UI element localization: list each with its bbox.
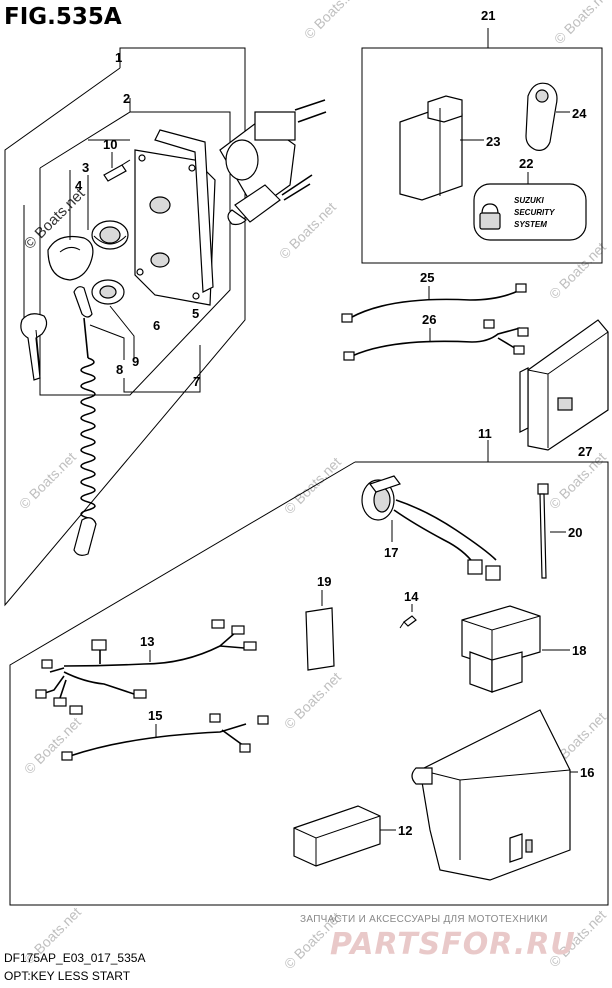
badge-line2: SYSTEM <box>514 220 547 229</box>
callout-6: 6 <box>153 318 160 333</box>
knob-part <box>47 235 94 281</box>
lanyard-part <box>73 286 97 556</box>
callout-17: 17 <box>384 545 398 560</box>
callout-9: 9 <box>132 354 139 369</box>
gasket-part <box>154 129 214 293</box>
shop-caption: ЗАПЧАСТИ И АКСЕССУАРЫ ДЛЯ МОТОТЕХНИКИ <box>300 914 548 925</box>
harness-15 <box>61 713 269 761</box>
relay-part <box>461 605 541 693</box>
watermark-7: © Boats.net <box>281 454 344 517</box>
switch-body-part <box>219 99 327 226</box>
callout-25: 25 <box>420 270 434 285</box>
hex-nut-part <box>91 279 125 305</box>
callout-20: 20 <box>568 525 582 540</box>
key-part <box>20 313 48 381</box>
callout-18: 18 <box>572 643 586 658</box>
callout-11: 11 <box>478 426 492 441</box>
ecu-part <box>519 319 609 451</box>
callout-3: 3 <box>82 160 89 175</box>
callout-10: 10 <box>103 137 117 152</box>
callout-7: 7 <box>193 374 200 389</box>
callout-5: 5 <box>192 306 199 321</box>
receiver-part <box>399 95 463 201</box>
ring-nut-part <box>91 220 129 250</box>
badge-line1: SECURITY <box>514 208 555 217</box>
watermark-10: © Boats.net <box>21 714 84 777</box>
callout-12: 12 <box>398 823 412 838</box>
callout-1: 1 <box>115 50 122 65</box>
watermark-9: © Boats.net <box>281 669 344 732</box>
callout-27: 27 <box>578 444 592 459</box>
callout-16: 16 <box>580 765 594 780</box>
callout-4: 4 <box>75 178 83 193</box>
callout-24: 24 <box>572 106 587 121</box>
callout-13: 13 <box>140 634 154 649</box>
holder-part <box>293 805 381 867</box>
sheet-part <box>305 607 335 671</box>
callout-22: 22 <box>519 156 533 171</box>
callout-21: 21 <box>481 8 495 23</box>
callout-14: 14 <box>404 589 419 604</box>
callout-15: 15 <box>148 708 162 723</box>
watermark-3: © Boats.net <box>276 199 339 262</box>
watermark-6: © Boats.net <box>16 449 79 512</box>
watermark-5: © Boats.net <box>546 239 609 302</box>
shop-logo: PARTSFOR.RU <box>330 927 576 962</box>
cover-part <box>411 709 571 881</box>
cable-tie-part <box>537 483 549 579</box>
callout-19: 19 <box>317 574 331 589</box>
fob-part <box>525 82 558 151</box>
watermark-1: © Boats.net <box>301 0 364 42</box>
callout-2: 2 <box>123 91 130 106</box>
security-badge: SUZUKI SECURITY SYSTEM <box>473 183 587 241</box>
group-1-box <box>4 47 246 607</box>
harness-25 <box>341 283 527 323</box>
figure-title: FIG.535A <box>4 4 122 30</box>
model-code: DF175AP_E03_017_535A <box>4 951 145 965</box>
figure-caption: OPT:KEY LESS START <box>4 969 131 983</box>
sensor-17-part <box>361 475 501 581</box>
screw-part <box>103 159 131 182</box>
badge-brand: SUZUKI <box>514 196 545 205</box>
watermark-4: © Boats.net <box>551 0 612 47</box>
group-21-box <box>361 47 603 264</box>
group-11-box <box>9 461 609 906</box>
callout-26: 26 <box>422 312 436 327</box>
small-screw-part <box>399 615 417 629</box>
harness-13 <box>35 619 257 715</box>
harness-26 <box>343 319 529 361</box>
callout-8: 8 <box>116 362 123 377</box>
callout-23: 23 <box>486 134 500 149</box>
